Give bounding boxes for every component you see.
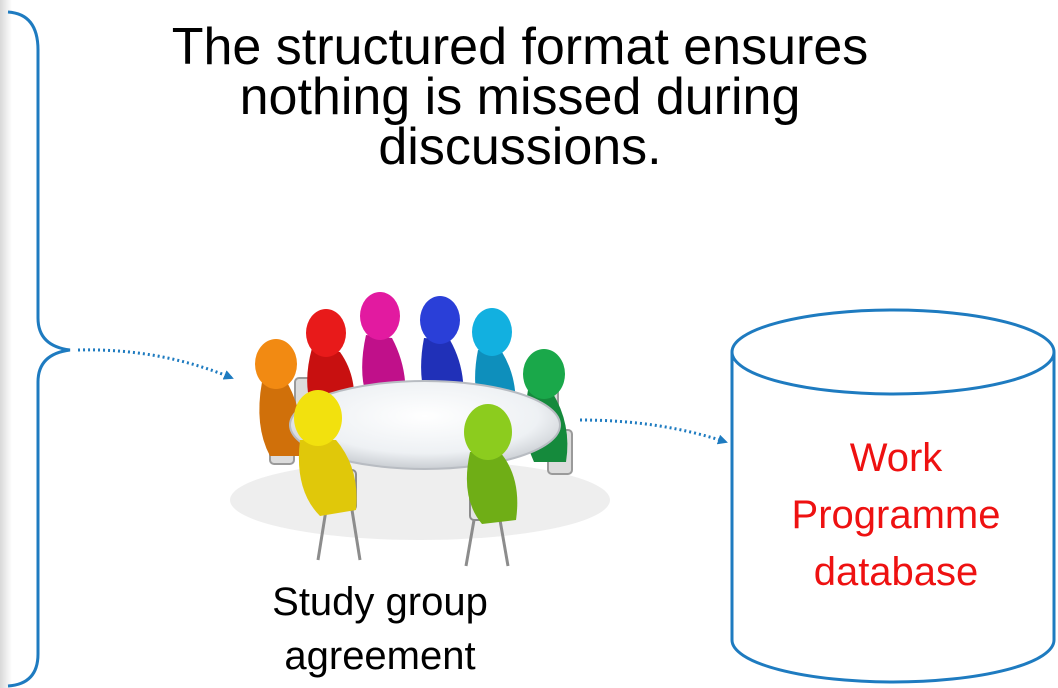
curly-brace — [7, 10, 71, 688]
database-label: Work Programme database — [735, 430, 1057, 601]
headline-line-3: discussions. — [378, 118, 662, 176]
database-label-line-3: database — [813, 550, 979, 594]
meeting-to-database-arrow — [579, 418, 728, 445]
meeting-caption-line-2: agreement — [284, 634, 476, 678]
headline-line-2: nothing is missed during — [239, 68, 801, 126]
database-label-line-1: Work — [849, 436, 943, 480]
round-table-meeting-icon — [230, 292, 610, 567]
slide-edge-strip — [0, 0, 12, 688]
meeting-caption: Study group agreement — [230, 575, 530, 683]
headline: The structured format ensures nothing is… — [140, 18, 900, 176]
meeting-caption-line-1: Study group — [272, 580, 488, 624]
brace-to-meeting-arrow — [77, 348, 234, 380]
database-cylinder — [730, 308, 1056, 684]
database-label-line-2: Programme — [791, 493, 1001, 537]
headline-line-1: The structured format ensures — [171, 18, 869, 76]
